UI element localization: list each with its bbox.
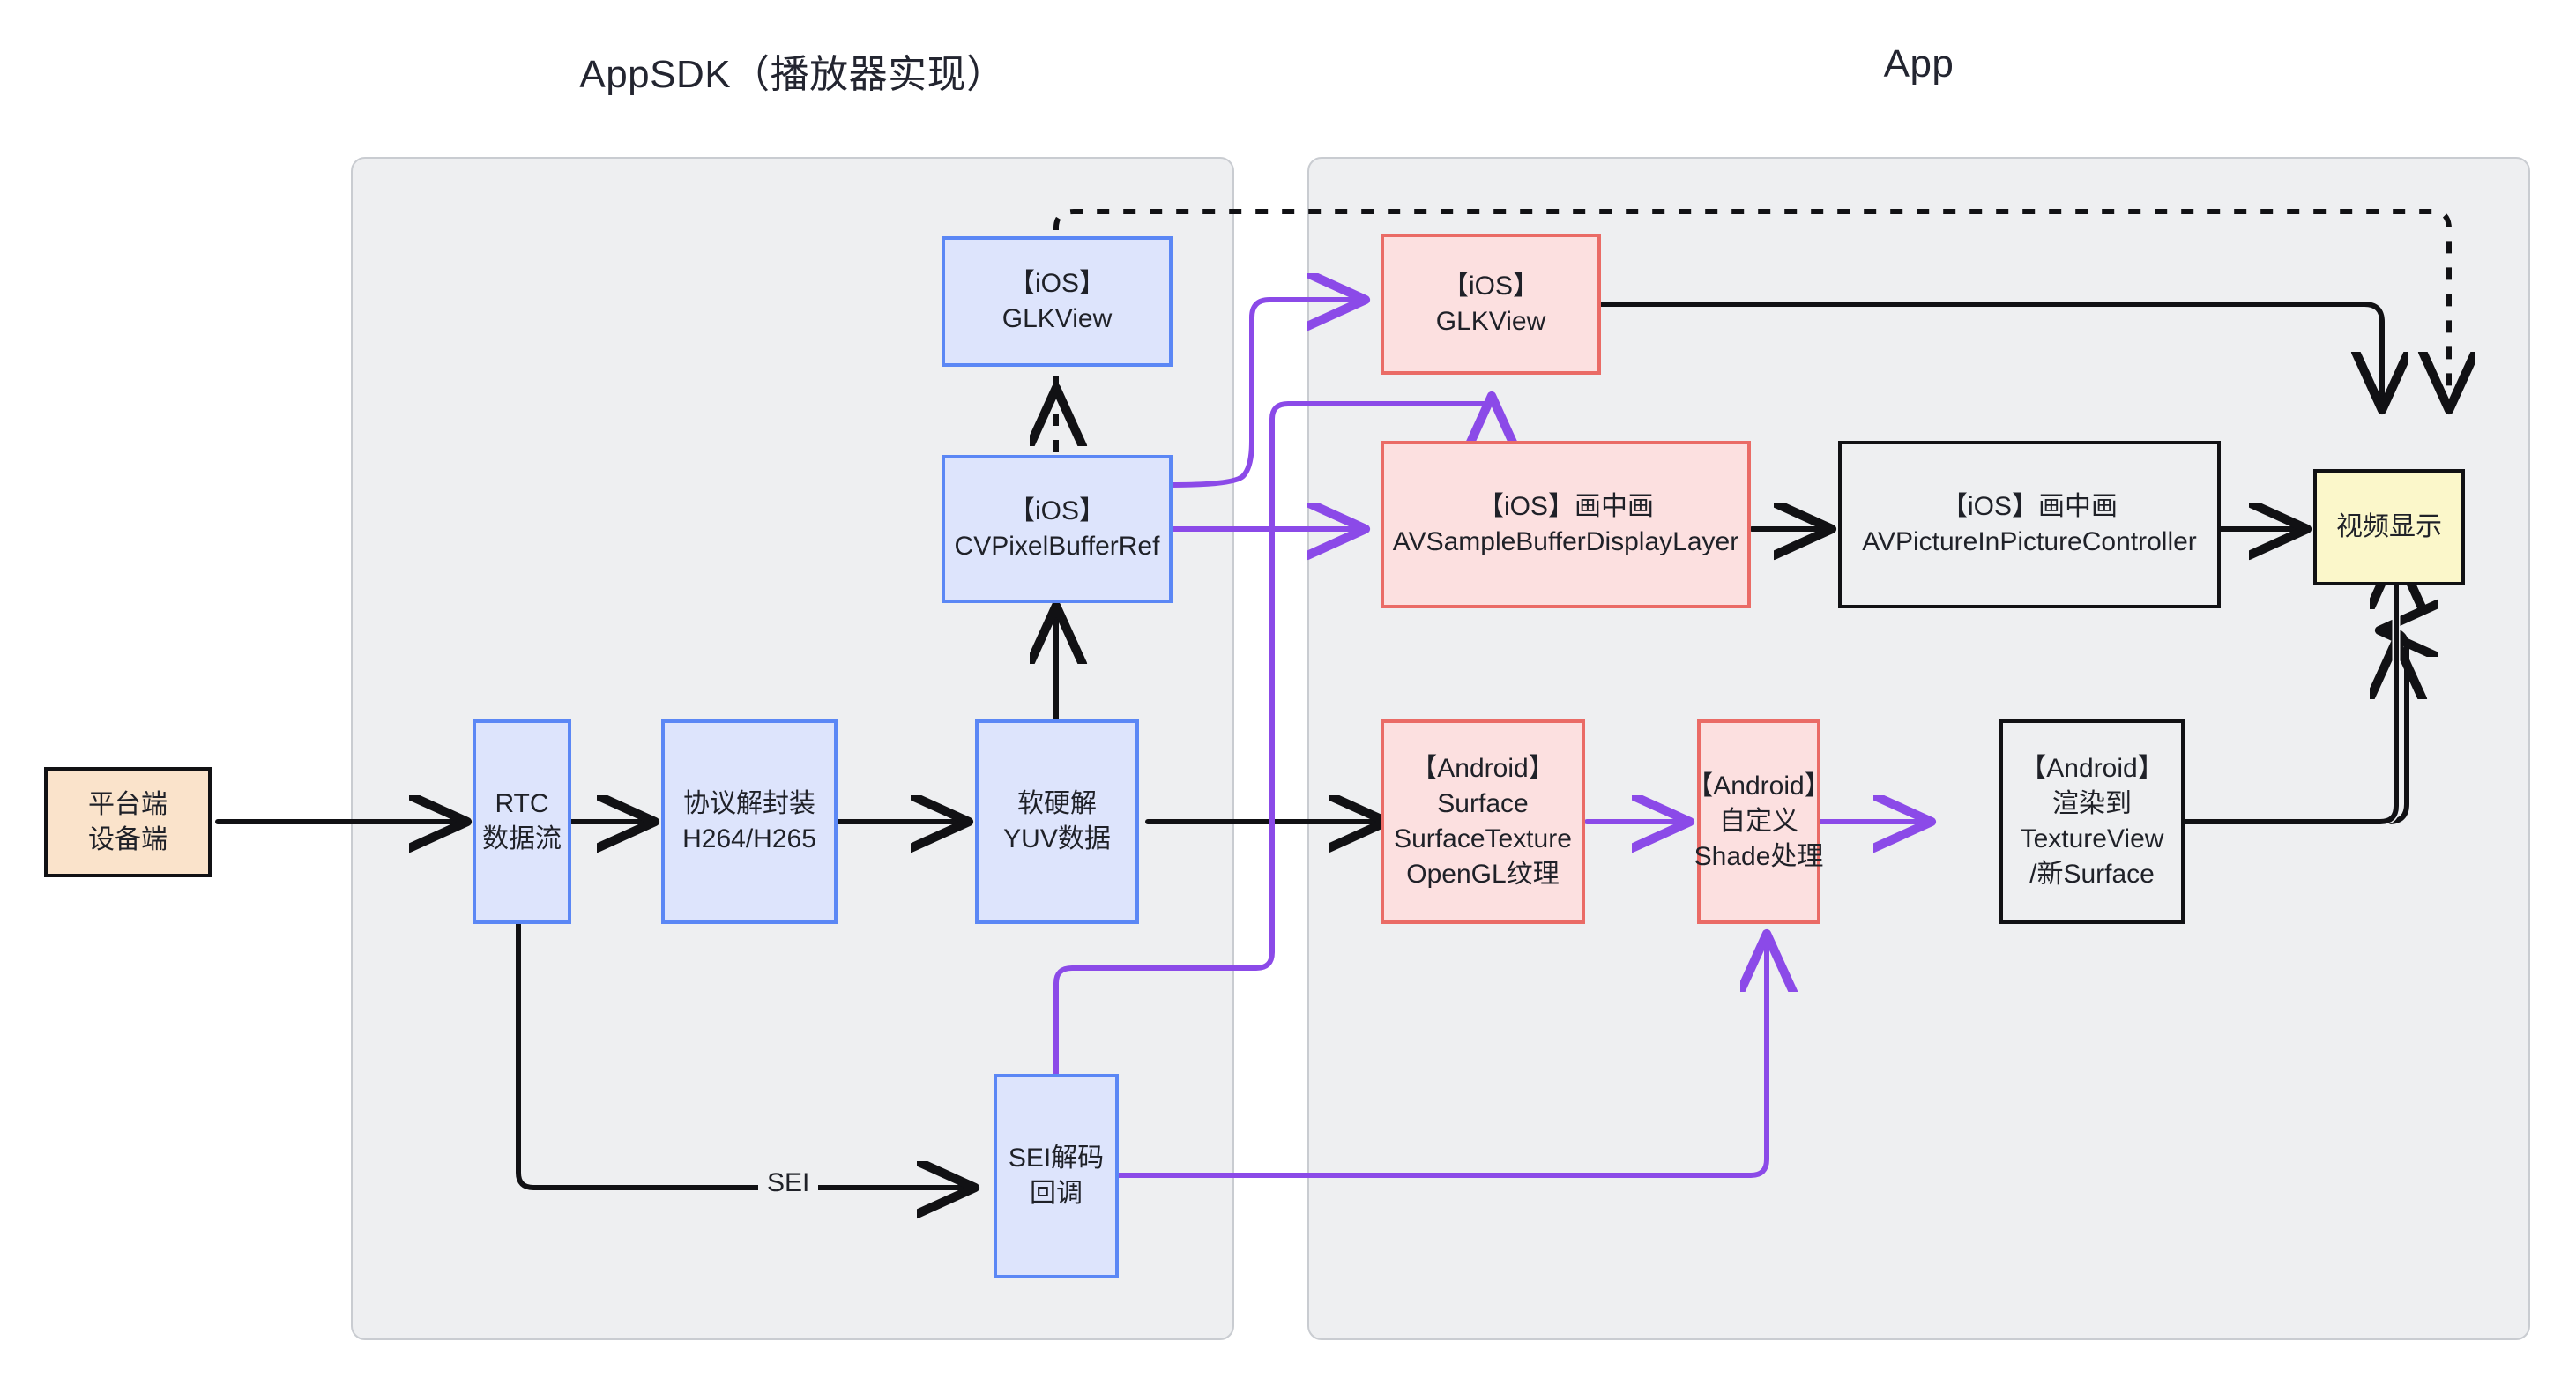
edge-label-sei: SEI bbox=[758, 1168, 819, 1198]
node-video-display[interactable]: 视频显示 bbox=[2313, 469, 2465, 585]
node-avpip-controller-line2: AVPictureInPictureController bbox=[1862, 527, 2197, 556]
node-android-shade-line1: 【Android】 bbox=[1686, 771, 1831, 801]
node-avsample-layer-line1: 【iOS】画中画 bbox=[1477, 492, 1654, 522]
group-appsdk-title: AppSDK（播放器实现） bbox=[579, 53, 1006, 96]
node-avsample-layer[interactable]: 【iOS】画中画 AVSampleBufferDisplayLayer bbox=[1381, 441, 1751, 608]
node-sdk-glkview-line1: 【iOS】 bbox=[1008, 269, 1106, 299]
node-android-surface-line2: Surface bbox=[1437, 789, 1529, 819]
node-android-shade[interactable]: 【Android】 自定义 Shade处理 bbox=[1686, 719, 1831, 924]
node-decode-yuv-line1: 软硬解 bbox=[1017, 789, 1097, 819]
node-decode-yuv-line2: YUV数据 bbox=[1003, 824, 1111, 853]
node-android-surface-line1: 【Android】 bbox=[1411, 754, 1555, 784]
node-avpip-controller[interactable]: 【iOS】画中画 AVPictureInPictureController bbox=[1838, 441, 2221, 608]
node-android-render-line3: TextureView bbox=[2020, 824, 2164, 853]
node-sei-callback-line1: SEI解码 bbox=[1008, 1144, 1105, 1174]
node-sdk-pixelbuffer[interactable]: 【iOS】 CVPixelBufferRef bbox=[942, 455, 1173, 603]
node-android-surface-line4: OpenGL纹理 bbox=[1406, 859, 1560, 889]
node-platform-device[interactable]: 平台端 设备端 bbox=[44, 767, 212, 877]
node-sdk-glkview-line2: GLKView bbox=[1001, 304, 1113, 333]
node-demux-line2: H264/H265 bbox=[682, 824, 816, 853]
node-platform-device-line1: 平台端 bbox=[88, 789, 168, 819]
node-platform-device-line2: 设备端 bbox=[88, 824, 168, 854]
node-android-surface-line3: SurfaceTexture bbox=[1394, 824, 1572, 853]
node-android-render-line4: /新Surface bbox=[2029, 859, 2155, 889]
node-android-render[interactable]: 【Android】 渲染到 TextureView /新Surface bbox=[1999, 719, 2185, 924]
node-decode-yuv[interactable]: 软硬解 YUV数据 bbox=[975, 719, 1139, 924]
node-sdk-pixelbuffer-line2: CVPixelBufferRef bbox=[954, 532, 1160, 561]
node-demux-line1: 协议解封装 bbox=[683, 789, 815, 819]
node-rtc-stream-line2: 数据流 bbox=[482, 824, 562, 853]
node-sdk-pixelbuffer-line1: 【iOS】 bbox=[1008, 496, 1106, 526]
node-android-surface[interactable]: 【Android】 Surface SurfaceTexture OpenGL纹… bbox=[1381, 719, 1585, 924]
node-app-glkview-line1: 【iOS】 bbox=[1441, 272, 1539, 302]
node-android-render-line2: 渲染到 bbox=[2052, 789, 2132, 819]
node-rtc-stream[interactable]: RTC 数据流 bbox=[473, 719, 571, 924]
node-avpip-controller-line1: 【iOS】画中画 bbox=[1940, 492, 2118, 522]
node-video-display-line1: 视频显示 bbox=[2336, 512, 2442, 542]
node-rtc-stream-line1: RTC bbox=[495, 789, 549, 819]
node-sei-callback-line2: 回调 bbox=[1030, 1179, 1083, 1208]
node-app-glkview[interactable]: 【iOS】 GLKView bbox=[1381, 234, 1601, 375]
group-app-title: App bbox=[1883, 42, 1954, 86]
node-sdk-glkview[interactable]: 【iOS】 GLKView bbox=[942, 236, 1173, 367]
node-demux[interactable]: 协议解封装 H264/H265 bbox=[661, 719, 838, 924]
node-avsample-layer-line2: AVSampleBufferDisplayLayer bbox=[1392, 527, 1739, 556]
node-app-glkview-line2: GLKView bbox=[1435, 307, 1546, 336]
node-android-render-line1: 【Android】 bbox=[2020, 754, 2164, 784]
node-android-shade-line2: 自定义 bbox=[1719, 807, 1798, 837]
node-sei-callback[interactable]: SEI解码 回调 bbox=[994, 1074, 1119, 1278]
node-android-shade-line3: Shade处理 bbox=[1694, 841, 1824, 871]
